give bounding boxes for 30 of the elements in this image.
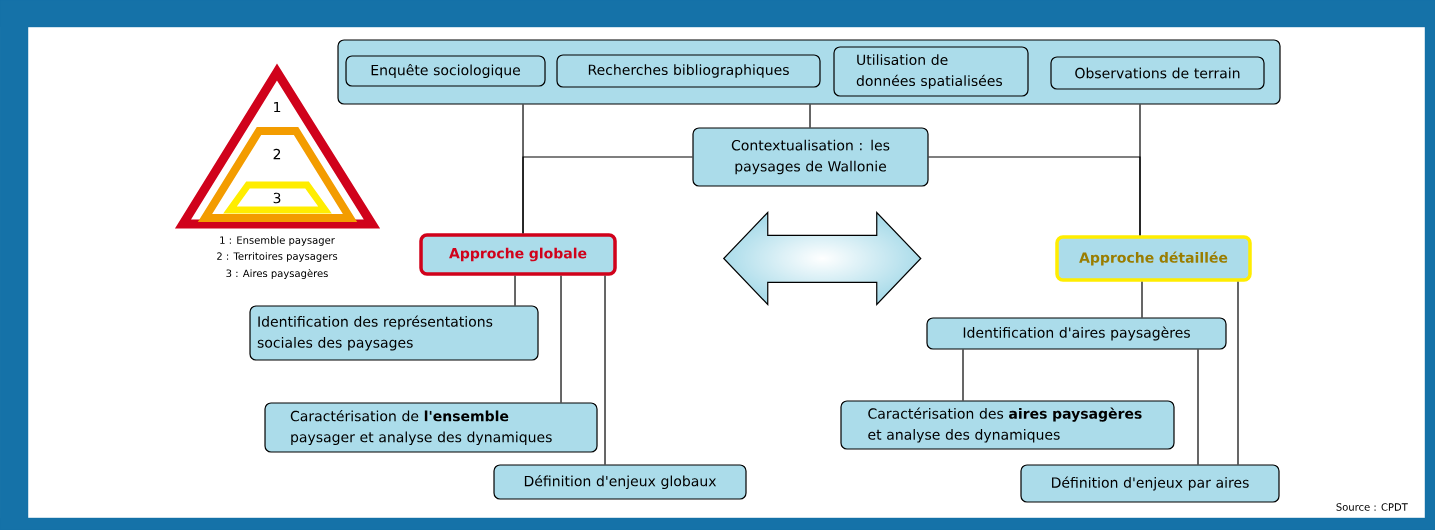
connector-line [962,349,964,401]
method-box: Recherches bibliographiques [556,54,821,88]
connector-line [1141,281,1143,318]
step-box: Identification d'aires paysagères [926,317,1227,350]
approach-box: Approche détaillée [1055,235,1252,282]
connector-line [604,275,606,465]
step-box: Caractérisation des aires paysagères et analyse des dynamiques [840,400,1175,450]
step-box: Définition d'enjeux par aires [1020,464,1280,503]
source-note: Source : CPDT [1336,503,1408,511]
approach-box: Approche globale [419,233,617,276]
pyramid-number: 3 [273,192,281,204]
pyramid-number: 1 [274,101,281,113]
method-box: Enquête sociologique [345,55,546,87]
pyramid-number: 2 [273,148,281,160]
method-box: Observations de terrain [1050,56,1265,90]
step-box: Définition d'enjeux globaux [493,464,747,500]
step-box: Identification des représentations sociales des paysages [249,305,539,361]
connector-line [560,275,562,403]
connector-line [928,156,1141,236]
key-text: 3 : Aires paysagères [226,268,328,280]
key-text: 2 : Territoires paysagers [217,252,338,262]
connector-line [522,156,693,234]
connector-line [1197,349,1199,465]
connector-line [809,104,811,128]
method-box: Utilisation de données spatialisées [833,46,1029,97]
connector-line [514,275,516,306]
step-box: Caractérisation de l'ensemble paysager et analyse des dynamiques [264,402,598,453]
connector-line [1237,281,1239,465]
key-text: 1 : Ensemble paysager [220,236,335,246]
context-box: Contextualisation : les paysages de Wallonie [692,127,929,187]
